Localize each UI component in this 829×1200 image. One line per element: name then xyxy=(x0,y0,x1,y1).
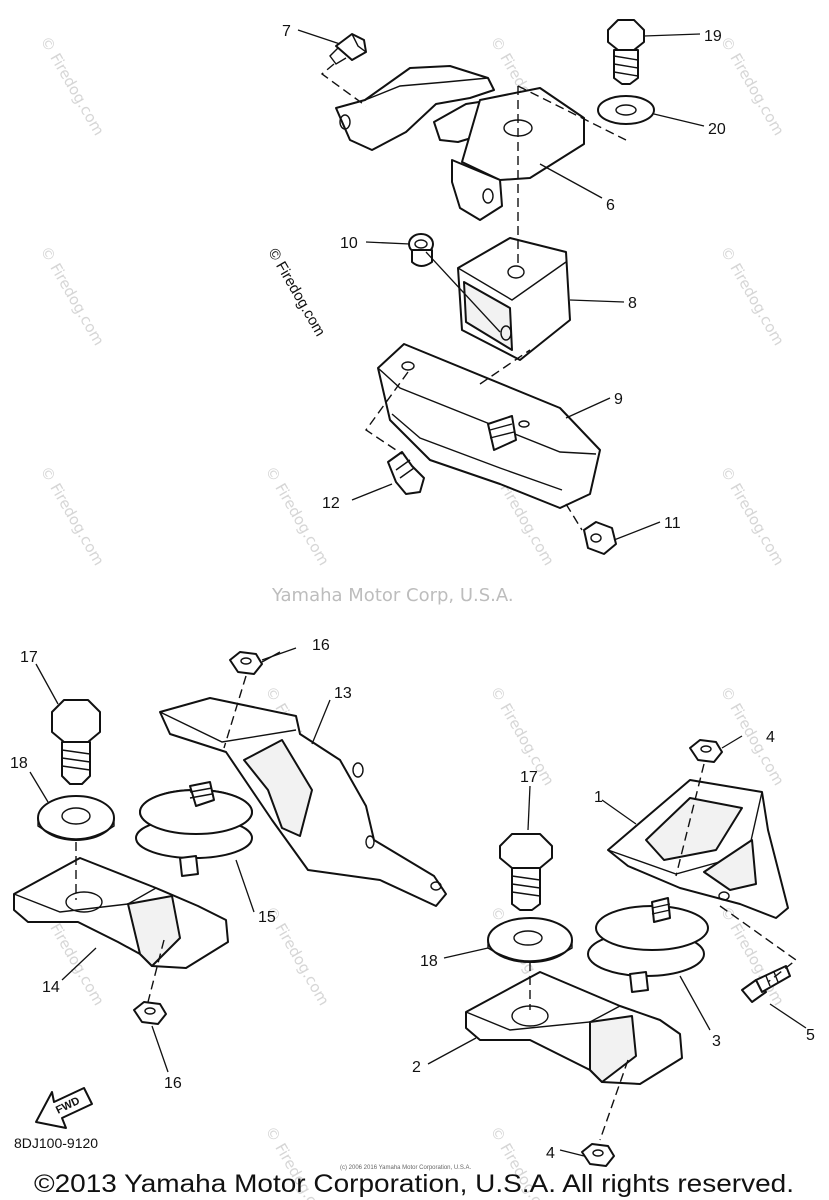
watermark-1: © Firedog.com xyxy=(37,33,108,139)
callout-13: 13 xyxy=(334,685,352,702)
watermark-4: © Firedog.com xyxy=(37,243,108,349)
lower-right-guides xyxy=(427,735,807,1157)
part-15-rubber-mount-left xyxy=(135,781,253,877)
watermark-7: © Firedog.com xyxy=(262,463,333,569)
part-1-bracket xyxy=(607,779,789,919)
part-17-bolt-left xyxy=(51,699,101,785)
callout-9: 9 xyxy=(614,391,623,408)
part-3-rubber-mount-right xyxy=(587,897,709,993)
callout-11: 11 xyxy=(664,515,681,532)
lower-left-guides xyxy=(29,647,331,1073)
part-17-bolt-right xyxy=(499,833,553,911)
callout-2: 2 xyxy=(412,1059,421,1076)
fwd-arrow: FWD xyxy=(35,1087,93,1129)
callout-4-bottom: 4 xyxy=(546,1145,555,1162)
callout-14: 14 xyxy=(42,979,60,996)
part-8-damper-box xyxy=(457,237,571,361)
callout-7: 7 xyxy=(282,23,291,40)
part-11-nut xyxy=(583,521,617,555)
part-18-washer-right xyxy=(487,917,573,963)
side-watermark: © Firedog.com xyxy=(265,246,329,340)
callout-17-left: 17 xyxy=(20,649,38,666)
callout-5: 5 xyxy=(806,1027,815,1044)
callout-20: 20 xyxy=(708,121,726,138)
part-14-lower-bracket-left xyxy=(13,857,229,969)
watermark-3: © Firedog.com xyxy=(717,33,788,139)
callout-6: 6 xyxy=(606,197,615,214)
part-5-bolt xyxy=(741,965,791,1003)
diagram-code: 8DJ100-9120 xyxy=(14,1135,98,1151)
part-19-bolt xyxy=(607,19,645,85)
part-16-nut-bottom xyxy=(133,1001,167,1025)
callout-16-bottom: 16 xyxy=(164,1075,182,1092)
part-10-collar xyxy=(408,233,434,267)
callout-15: 15 xyxy=(258,909,276,926)
callout-8: 8 xyxy=(628,295,637,312)
part-4-nut-top xyxy=(689,739,723,763)
watermark-5: © Firedog.com xyxy=(717,243,788,349)
part-20-washer xyxy=(597,95,655,125)
center-watermark: Yamaha Motor Corp, U.S.A. xyxy=(271,585,514,606)
watermark-9: © Firedog.com xyxy=(717,463,788,569)
part-18-washer-left xyxy=(37,795,115,841)
callout-18-left: 18 xyxy=(10,755,28,772)
callout-3: 3 xyxy=(712,1033,721,1050)
callout-16-top: 16 xyxy=(312,637,330,654)
part-9-rubber-mount xyxy=(377,343,601,509)
part-7-bolt xyxy=(329,33,367,65)
watermarks: © Firedog.com © Firedog.com © Firedog.co… xyxy=(37,33,788,1200)
callout-12: 12 xyxy=(322,495,340,512)
part-4-nut-bottom xyxy=(581,1143,615,1167)
watermark-6: © Firedog.com xyxy=(37,463,108,569)
part-2-lower-bracket-right xyxy=(465,971,683,1085)
watermark-12: © Firedog.com xyxy=(717,683,788,789)
callout-numbers: 7 19 20 6 10 8 9 12 11 16 13 17 18 15 14… xyxy=(10,23,815,1162)
part-16-nut-top xyxy=(229,651,263,675)
part-13-bracket xyxy=(159,697,447,907)
top-assembly-guides xyxy=(320,63,627,531)
callout-1: 1 xyxy=(594,789,603,806)
callout-19: 19 xyxy=(704,28,722,45)
callout-4-top: 4 xyxy=(766,729,775,746)
top-callout-leaders xyxy=(297,29,705,541)
copyright-notice: ©2013 Yamaha Motor Corporation, U.S.A. A… xyxy=(34,1170,794,1198)
callout-17-right: 17 xyxy=(520,769,538,786)
part-6-upper-bracket xyxy=(335,65,585,221)
callout-18-right: 18 xyxy=(420,953,438,970)
part-12-bolt xyxy=(387,451,425,495)
fine-print: (c) 2006 2016 Yamaha Motor Corporation, … xyxy=(340,1165,472,1171)
callout-10: 10 xyxy=(340,235,358,252)
